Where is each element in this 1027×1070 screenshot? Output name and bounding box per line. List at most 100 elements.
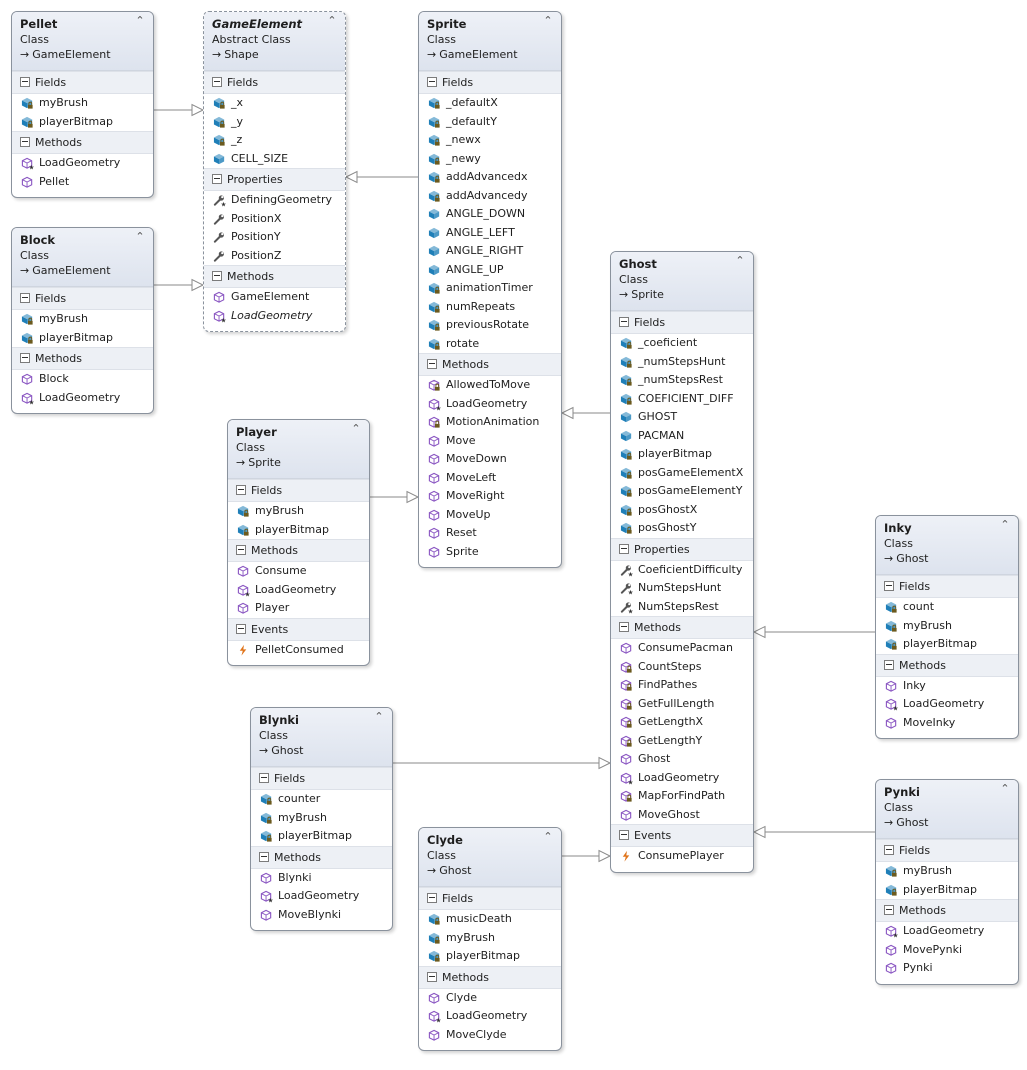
collapse-chevron-icon[interactable]: ⌃: [327, 14, 337, 27]
member-item[interactable]: MoveRight: [419, 487, 561, 506]
member-item[interactable]: _y: [204, 113, 345, 132]
member-item[interactable]: GHOST: [611, 408, 753, 427]
collapse-chevron-icon[interactable]: ⌃: [1000, 782, 1010, 795]
collapse-minus-icon[interactable]: [236, 545, 246, 555]
section-events[interactable]: Events: [611, 824, 753, 847]
class-clyde[interactable]: Clyde Class →Ghost ⌃ Fields musicDeath m…: [418, 827, 562, 1051]
collapse-chevron-icon[interactable]: ⌃: [1000, 518, 1010, 531]
section-properties[interactable]: Properties: [204, 168, 345, 191]
member-item[interactable]: _newy: [419, 150, 561, 169]
section-fields[interactable]: Fields: [12, 71, 153, 94]
section-fields[interactable]: Fields: [876, 575, 1018, 598]
member-item[interactable]: GetLengthX: [611, 713, 753, 732]
class-player[interactable]: Player Class →Sprite ⌃ Fields myBrush pl…: [227, 419, 370, 666]
member-item[interactable]: playerBitmap: [876, 881, 1018, 900]
collapse-minus-icon[interactable]: [619, 543, 629, 554]
member-item[interactable]: MovePynki: [876, 941, 1018, 960]
collapse-minus-icon[interactable]: [20, 137, 30, 147]
section-methods[interactable]: Methods: [12, 131, 153, 154]
section-methods[interactable]: Methods: [228, 539, 369, 562]
class-block[interactable]: Block Class →GameElement ⌃ Fields myBrus…: [11, 227, 154, 414]
member-item[interactable]: PelletConsumed: [228, 641, 369, 660]
member-item[interactable]: myBrush: [228, 502, 369, 521]
member-item[interactable]: Inky: [876, 677, 1018, 696]
collapse-minus-icon[interactable]: [259, 773, 269, 783]
member-item[interactable]: posGameElementX: [611, 464, 753, 483]
collapse-minus-icon[interactable]: [619, 317, 629, 327]
member-item[interactable]: rotate: [419, 335, 561, 354]
member-item[interactable]: MoveDown: [419, 450, 561, 469]
member-item[interactable]: Block: [12, 370, 153, 389]
member-item[interactable]: ★ LoadGeometry: [419, 395, 561, 414]
member-item[interactable]: MoveInky: [876, 714, 1018, 733]
member-item[interactable]: myBrush: [12, 94, 153, 113]
section-methods[interactable]: Methods: [251, 845, 392, 869]
member-item[interactable]: ★ LoadGeometry: [12, 389, 153, 408]
collapse-chevron-icon[interactable]: ⌃: [135, 230, 145, 243]
member-item[interactable]: _defaultY: [419, 113, 561, 132]
member-item[interactable]: _numStepsHunt: [611, 353, 753, 372]
member-item[interactable]: posGhostX: [611, 501, 753, 520]
section-methods[interactable]: Methods: [419, 353, 561, 376]
section-methods[interactable]: Methods: [611, 616, 753, 639]
collapse-minus-icon[interactable]: [427, 359, 437, 369]
member-item[interactable]: addAdvancedy: [419, 187, 561, 206]
section-events[interactable]: Events: [228, 617, 369, 641]
section-properties[interactable]: Properties: [611, 537, 753, 561]
member-item[interactable]: ★ LoadGeometry: [12, 154, 153, 173]
member-item[interactable]: musicDeath: [419, 910, 561, 929]
member-item[interactable]: GetFullLength: [611, 695, 753, 714]
member-item[interactable]: GetLengthY: [611, 732, 753, 751]
collapse-chevron-icon[interactable]: ⌃: [135, 14, 145, 27]
collapse-minus-icon[interactable]: [20, 293, 30, 303]
member-item[interactable]: COEFICIENT_DIFF: [611, 390, 753, 409]
collapse-minus-icon[interactable]: [212, 174, 222, 184]
class-header[interactable]: Player Class →Sprite ⌃: [228, 420, 369, 479]
member-item[interactable]: AllowedToMove: [419, 376, 561, 395]
member-item[interactable]: MoveLeft: [419, 469, 561, 488]
member-item[interactable]: posGhostY: [611, 519, 753, 538]
collapse-minus-icon[interactable]: [884, 845, 894, 855]
section-methods[interactable]: Methods: [876, 899, 1018, 922]
member-item[interactable]: MapForFindPath: [611, 787, 753, 806]
member-item[interactable]: counter: [251, 790, 392, 809]
member-item[interactable]: playerBitmap: [228, 521, 369, 540]
member-item[interactable]: count: [876, 598, 1018, 617]
member-item[interactable]: playerBitmap: [12, 329, 153, 348]
member-item[interactable]: PACMAN: [611, 427, 753, 446]
class-blynki[interactable]: Blynki Class →Ghost ⌃ Fields counter myB…: [250, 707, 393, 931]
section-methods[interactable]: Methods: [204, 265, 345, 288]
member-item[interactable]: _newx: [419, 131, 561, 150]
section-fields[interactable]: Fields: [228, 479, 369, 502]
section-fields[interactable]: Fields: [251, 767, 392, 790]
member-item[interactable]: Player: [228, 599, 369, 618]
member-item[interactable]: MoveGhost: [611, 806, 753, 825]
member-item[interactable]: GameElement: [204, 288, 345, 307]
member-item[interactable]: MoveUp: [419, 506, 561, 525]
class-header[interactable]: Inky Class →Ghost ⌃: [876, 516, 1018, 575]
collapse-minus-icon[interactable]: [427, 77, 437, 87]
member-item[interactable]: PositionY: [204, 228, 345, 247]
member-item[interactable]: ConsumePacman: [611, 639, 753, 658]
member-item[interactable]: Sprite: [419, 543, 561, 562]
collapse-chevron-icon[interactable]: ⌃: [351, 422, 361, 435]
section-fields[interactable]: Fields: [419, 71, 561, 94]
member-item[interactable]: ★ LoadGeometry: [228, 581, 369, 600]
section-fields[interactable]: Fields: [419, 887, 561, 910]
member-item[interactable]: ANGLE_LEFT: [419, 224, 561, 243]
member-item[interactable]: Clyde: [419, 989, 561, 1008]
class-header[interactable]: Ghost Class →Sprite ⌃: [611, 252, 753, 311]
collapse-chevron-icon[interactable]: ⌃: [543, 830, 553, 843]
member-item[interactable]: numRepeats: [419, 298, 561, 317]
member-item[interactable]: Ghost: [611, 750, 753, 769]
class-pellet[interactable]: Pellet Class →GameElement ⌃ Fields myBru…: [11, 11, 154, 198]
member-item[interactable]: MoveBlynki: [251, 906, 392, 925]
member-item[interactable]: Pynki: [876, 959, 1018, 978]
member-item[interactable]: Consume: [228, 562, 369, 581]
class-header[interactable]: Block Class →GameElement ⌃: [12, 228, 153, 287]
member-item[interactable]: posGameElementY: [611, 482, 753, 501]
section-methods[interactable]: Methods: [419, 965, 561, 989]
collapse-minus-icon[interactable]: [212, 271, 222, 281]
class-sprite[interactable]: Sprite Class →GameElement ⌃ Fields _defa…: [418, 11, 562, 568]
class-pynki[interactable]: Pynki Class →Ghost ⌃ Fields myBrush play…: [875, 779, 1019, 985]
